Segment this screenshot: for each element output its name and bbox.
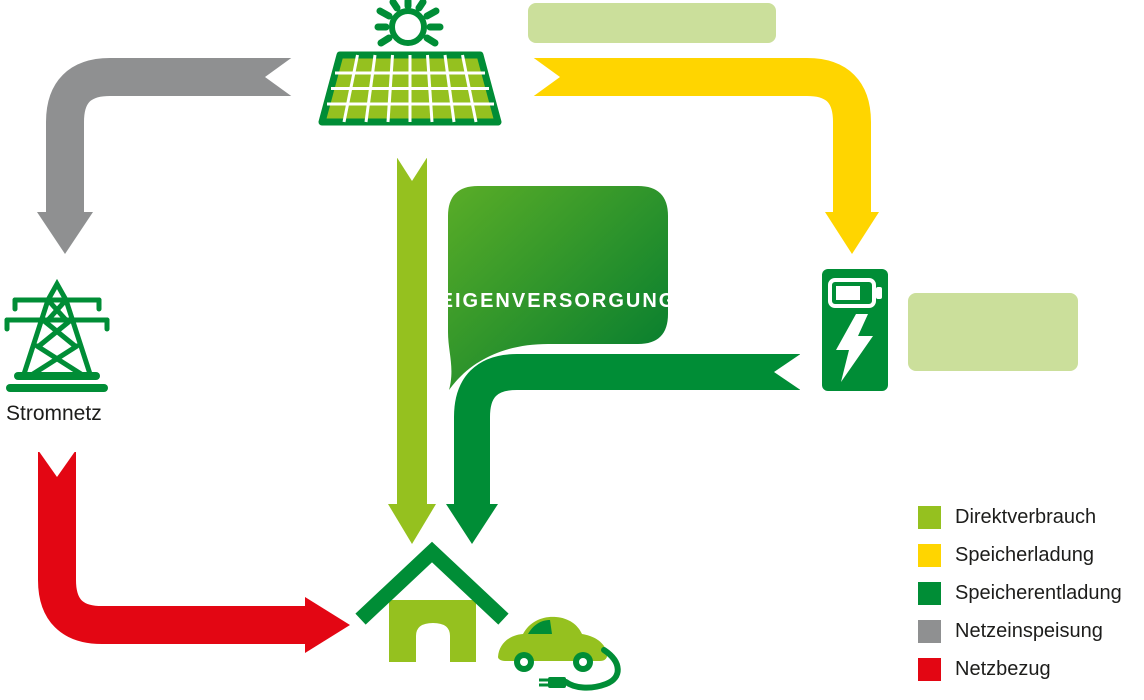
placeholder-top	[528, 3, 776, 43]
arrowhead	[388, 504, 436, 544]
legend-label: Netzbezug	[955, 658, 1051, 680]
battery-storage-icon	[822, 269, 888, 391]
arrow-tail-notch	[38, 450, 76, 477]
eigenversorgung-bubble: EIGENVERSORGUNG	[440, 186, 677, 390]
house-icon	[355, 541, 509, 662]
legend-swatch-direktverbrauch	[918, 506, 941, 529]
arrowhead	[825, 212, 879, 254]
sun-icon	[374, 0, 444, 47]
bubble-label: EIGENVERSORGUNG	[440, 290, 677, 312]
electric-car-icon	[498, 616, 621, 691]
legend: Direktverbrauch Speicherladung Speichere…	[918, 506, 1122, 696]
arrow-speicherentladung	[446, 353, 802, 544]
arrow-tail-notch	[531, 56, 560, 98]
legend-swatch-netzbezug	[918, 658, 941, 681]
battery-symbol	[828, 278, 876, 308]
legend-swatch-speicherentladung	[918, 582, 941, 605]
arrowhead	[446, 504, 498, 544]
arrow-tail-notch	[396, 156, 428, 181]
legend-label: Speicherentladung	[955, 582, 1122, 604]
power-pylon-icon	[4, 278, 110, 392]
arrowhead	[37, 212, 93, 254]
legend-swatch-netzeinspeisung	[918, 620, 941, 643]
arrow-netzeinspeisung	[37, 56, 294, 254]
legend-swatch-speicherladung	[918, 544, 941, 567]
legend-item-netzbezug: Netzbezug	[918, 658, 1122, 681]
legend-label: Speicherladung	[955, 544, 1094, 566]
legend-label: Direktverbrauch	[955, 506, 1097, 528]
arrow-direktverbrauch	[388, 156, 436, 544]
grid-label: Stromnetz	[6, 402, 102, 425]
arrowhead	[305, 597, 350, 653]
lightning-bolt-icon	[836, 314, 873, 382]
plug-icon	[539, 647, 621, 691]
arrow-netzbezug	[38, 450, 350, 653]
placeholder-right	[908, 293, 1078, 371]
legend-item-direktverbrauch: Direktverbrauch	[918, 506, 1122, 529]
arrow-tail-notch	[265, 56, 294, 98]
door	[416, 623, 450, 662]
solar-panel-icon	[318, 51, 502, 126]
windshield	[528, 620, 552, 634]
legend-item-speicherladung: Speicherladung	[918, 544, 1122, 567]
arrow-tail-notch	[774, 353, 802, 391]
legend-label: Netzeinspeisung	[955, 620, 1103, 642]
legend-item-netzeinspeisung: Netzeinspeisung	[918, 620, 1122, 643]
arrow-speicherladung	[531, 56, 879, 254]
roof	[355, 541, 509, 625]
legend-item-speicherentladung: Speicherentladung	[918, 582, 1122, 605]
